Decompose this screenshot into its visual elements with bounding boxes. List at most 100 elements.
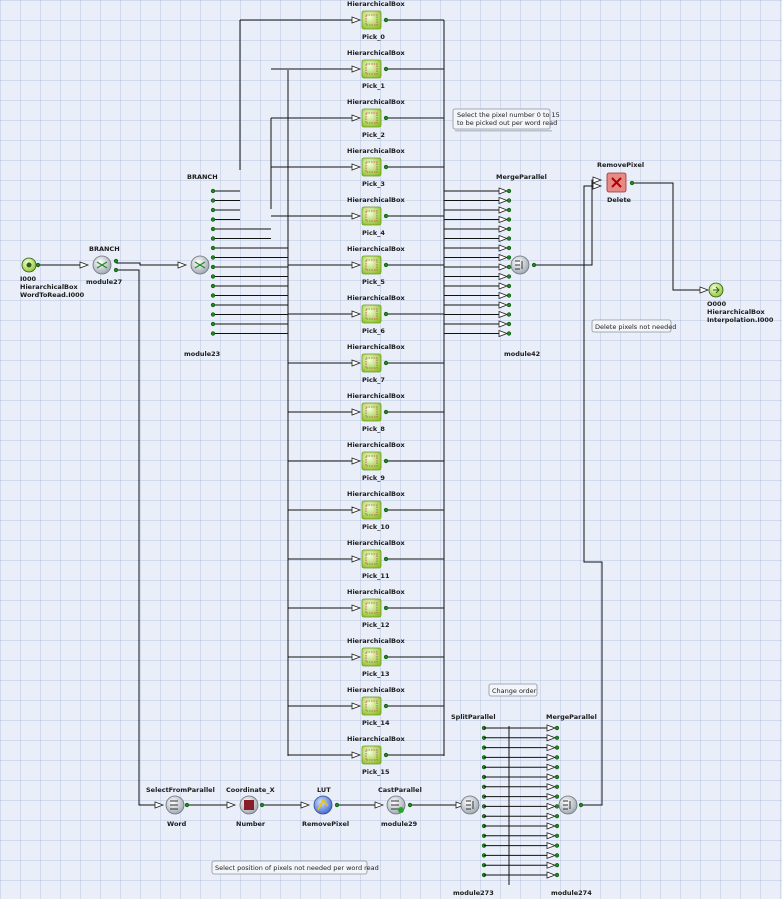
output-port[interactable] — [383, 262, 389, 268]
merge-input-port[interactable] — [554, 823, 560, 829]
merge-input-port[interactable] — [554, 853, 560, 858]
branch-node-module27[interactable]: BRANCH module27 — [79, 245, 122, 286]
output-port[interactable] — [383, 703, 389, 709]
coordinate-x-node[interactable]: Coordinate_X Number — [226, 786, 275, 828]
branch-node-module23[interactable]: BRANCH module23 — [177, 173, 220, 358]
merge-input-port[interactable] — [506, 331, 512, 336]
output-port[interactable] — [383, 556, 389, 562]
input-arrow[interactable] — [546, 861, 557, 869]
merge-input-port[interactable] — [506, 321, 512, 327]
input-arrow[interactable] — [351, 16, 362, 24]
input-arrow[interactable] — [351, 65, 362, 73]
input-arrow[interactable] — [592, 176, 603, 184]
input-arrow[interactable] — [351, 163, 362, 171]
branch-output-port[interactable] — [210, 217, 216, 222]
input-arrow[interactable] — [498, 253, 509, 262]
input-arrow[interactable] — [546, 763, 557, 771]
input-arrow[interactable] — [351, 212, 362, 220]
merge-input-port[interactable] — [554, 745, 560, 750]
lut-icon[interactable] — [313, 795, 333, 815]
merge-input-port[interactable] — [554, 725, 560, 731]
input-arrow[interactable] — [498, 187, 509, 195]
input-arrow[interactable] — [546, 802, 557, 810]
output-port[interactable] — [383, 164, 389, 170]
input-arrow[interactable] — [351, 457, 362, 465]
merge-input-port[interactable] — [554, 814, 560, 819]
input-arrow[interactable] — [351, 261, 362, 269]
merge-input-port[interactable] — [506, 274, 512, 279]
merge-input-port[interactable] — [554, 794, 560, 799]
input-arrow[interactable] — [351, 604, 362, 612]
merge-input-port[interactable] — [506, 198, 512, 203]
input-arrow[interactable] — [498, 225, 509, 233]
branch-output-port[interactable] — [210, 293, 216, 298]
input-arrow[interactable] — [351, 310, 362, 318]
branch-output-port[interactable] — [210, 245, 216, 251]
cast-parallel-node[interactable]: CastParallel module29 — [374, 786, 422, 828]
input-arrow[interactable] — [546, 812, 557, 820]
merge-input-port[interactable] — [554, 735, 560, 740]
pick-box-icon[interactable] — [361, 549, 382, 569]
branch-output-port[interactable] — [210, 207, 216, 213]
input-arrow[interactable] — [351, 751, 362, 759]
input-arrow[interactable] — [546, 822, 557, 830]
input-arrow[interactable] — [351, 653, 362, 661]
merge-input-port[interactable] — [554, 755, 560, 760]
pick-box-icon[interactable] — [361, 206, 382, 226]
merge-input-port[interactable] — [554, 863, 560, 868]
output-port[interactable] — [383, 311, 389, 317]
merge-input-port[interactable] — [554, 843, 560, 848]
merge-input-port[interactable] — [554, 765, 560, 770]
output-port[interactable] — [35, 262, 41, 268]
output-port[interactable] — [334, 802, 340, 808]
output-port[interactable] — [383, 605, 389, 611]
input-arrow[interactable] — [592, 182, 603, 190]
input-arrow[interactable] — [546, 753, 557, 761]
input-arrow[interactable] — [546, 832, 557, 840]
input-arrow[interactable] — [498, 291, 509, 300]
branch-output-port[interactable] — [210, 283, 216, 289]
pick-box-icon[interactable] — [361, 353, 382, 373]
merge-input-port[interactable] — [506, 226, 512, 232]
merge-input-port[interactable] — [506, 245, 512, 251]
output-port[interactable] — [629, 180, 635, 186]
output-port[interactable] — [531, 262, 537, 268]
merge-input-port[interactable] — [506, 302, 512, 308]
input-arrow[interactable] — [498, 215, 509, 224]
input-arrow[interactable] — [498, 301, 509, 309]
pick-box-icon[interactable] — [361, 255, 382, 275]
merge-node-module42[interactable]: MergeParallel module42 — [496, 173, 547, 358]
input-arrow[interactable] — [455, 801, 466, 809]
input-arrow[interactable] — [546, 871, 557, 879]
pick-box-icon[interactable] — [361, 647, 382, 667]
note-select[interactable]: Select position of pixels not needed per… — [211, 860, 379, 875]
input-arrow[interactable] — [498, 206, 509, 214]
pick-box-icon[interactable] — [361, 157, 382, 177]
merge-input-port[interactable] — [554, 833, 560, 838]
merge-input-port[interactable] — [554, 774, 560, 780]
branch-output-port[interactable] — [210, 226, 216, 232]
merge-input-port[interactable] — [506, 207, 512, 213]
input-arrow[interactable] — [300, 801, 311, 809]
merge-input-port[interactable] — [506, 283, 512, 289]
input-arrow[interactable] — [498, 282, 509, 290]
merge-input-port[interactable] — [506, 293, 512, 298]
input-arrow[interactable] — [546, 793, 557, 801]
output-port[interactable] — [407, 802, 413, 808]
branch-output-port[interactable] — [210, 188, 216, 194]
pick-box-icon[interactable] — [361, 598, 382, 618]
input-arrow[interactable] — [177, 261, 188, 269]
output-port[interactable] — [113, 258, 119, 264]
input-arrow[interactable] — [546, 851, 557, 859]
output-port[interactable] — [383, 654, 389, 660]
